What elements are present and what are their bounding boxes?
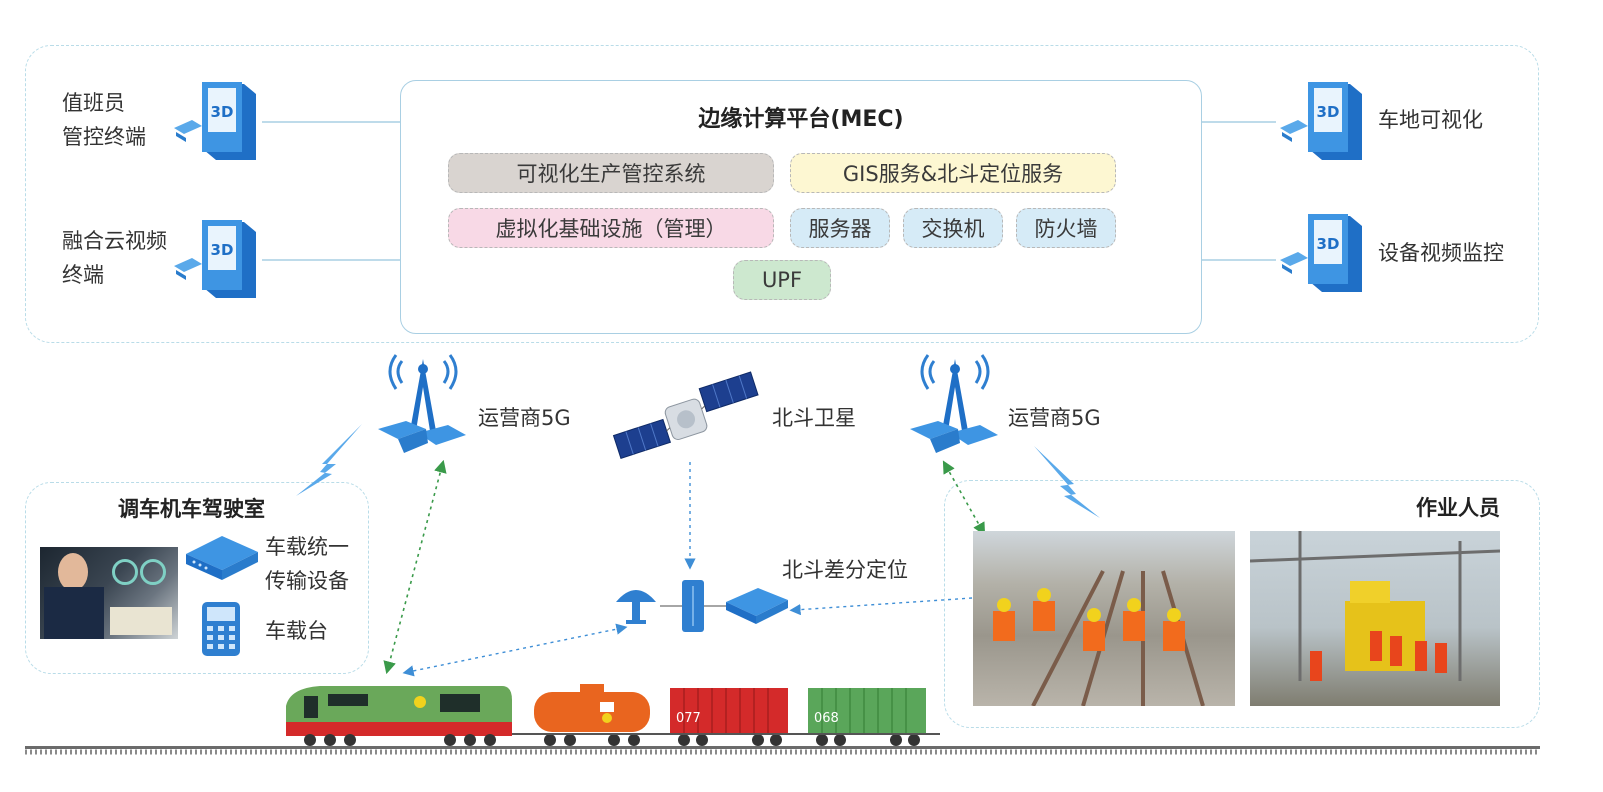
- car-number-077: 077: [676, 711, 701, 726]
- svg-text:3D: 3D: [1317, 103, 1340, 121]
- terminal-3d-icon: 3D: [174, 220, 256, 298]
- operator-5g-right-label: 运营商5G: [1008, 406, 1101, 430]
- svg-text:3D: 3D: [211, 241, 234, 259]
- service-server: 服务器: [790, 208, 890, 248]
- transmission-device-label: 车载统一 传输设备: [265, 535, 349, 593]
- cab-photo: [40, 547, 178, 639]
- car-number-068: 068: [814, 711, 839, 726]
- wireless-signal-icon: [296, 424, 362, 496]
- transmission-device-icon: [186, 536, 258, 580]
- 5g-tower-icon: [378, 354, 466, 453]
- terminal-3d-icon: 3D: [1280, 214, 1362, 292]
- terminal-label-duty: 值班员 管控终端: [62, 91, 146, 149]
- 5g-tower-icon: [910, 354, 998, 453]
- service-switch: 交换机: [903, 208, 1003, 248]
- service-firewall: 防火墙: [1016, 208, 1116, 248]
- workers-region: [944, 480, 1540, 728]
- terminal-3d-icon: 3D: [1280, 82, 1362, 160]
- beidou-differential-label: 北斗差分定位: [782, 558, 908, 582]
- service-gis-beidou: GIS服务&北斗定位服务: [790, 153, 1116, 193]
- satellite-icon: [612, 371, 759, 459]
- track-workers-photo: [973, 531, 1235, 706]
- service-upf: UPF: [733, 260, 831, 300]
- wireless-signal-icon: [1034, 446, 1100, 518]
- vehicle-radio-label: 车载台: [265, 619, 328, 643]
- mec-region: [25, 45, 1539, 343]
- terminal-label-visual: 车地可视化: [1378, 108, 1483, 132]
- workers-title: 作业人员: [1416, 496, 1500, 520]
- cab-region: [25, 482, 369, 674]
- mec-title: 边缘计算平台(MEC): [698, 107, 904, 132]
- railway-track: [25, 746, 1540, 755]
- svg-text:3D: 3D: [1317, 235, 1340, 253]
- terminal-label-monitor: 设备视频监控: [1378, 241, 1504, 265]
- terminal-3d-icon: 3D: [174, 82, 256, 160]
- overhead-workers-photo: [1250, 531, 1500, 706]
- terminal-label-cloud-video: 融合云视频 终端: [62, 229, 167, 287]
- operator-5g-left-label: 运营商5G: [478, 406, 571, 430]
- service-virtual-infra: 虚拟化基础设施（管理）: [448, 208, 774, 248]
- cab-title: 调车机车驾驶室: [118, 497, 265, 521]
- beidou-satellite-label: 北斗卫星: [772, 406, 856, 430]
- service-visual-control: 可视化生产管控系统: [448, 153, 774, 193]
- vehicle-radio-icon: [202, 602, 240, 656]
- shunting-train: 077 068: [286, 684, 940, 746]
- svg-text:3D: 3D: [211, 103, 234, 121]
- differential-devices: [616, 580, 788, 632]
